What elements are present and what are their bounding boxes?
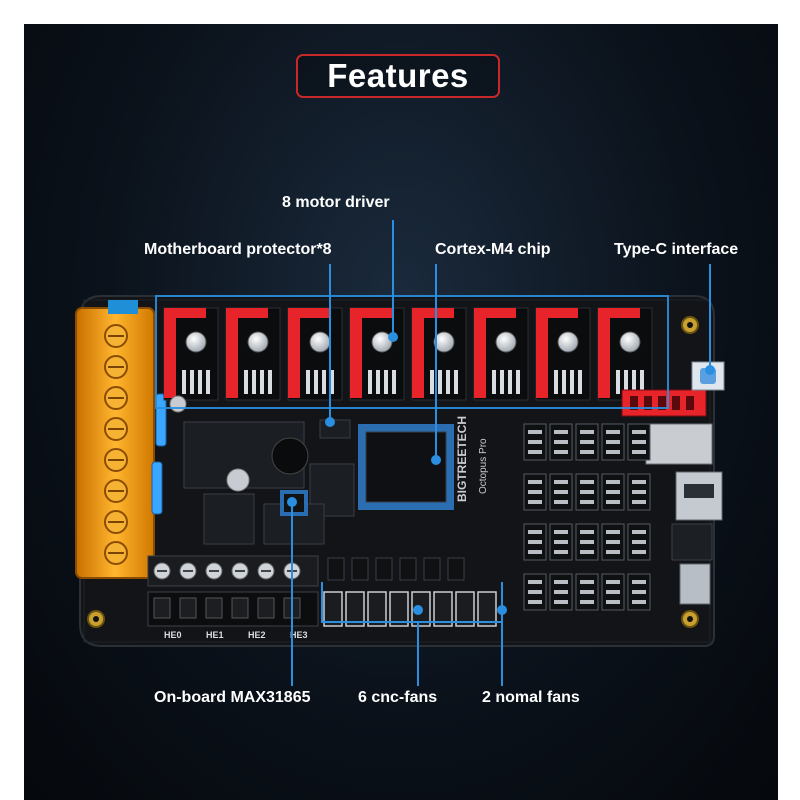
board-brand-text: BIGTREETECH: [455, 416, 469, 502]
heater-label: HE1: [206, 630, 224, 640]
fan-connector: [367, 591, 387, 627]
power-terminal-block: [75, 300, 155, 579]
label-cnc-fans: 6 cnc-fans: [358, 689, 438, 706]
heater-screws: HE0 HE1 HE2 HE3: [153, 562, 308, 640]
label-motor-driver: 8 motor driver: [282, 194, 390, 211]
fan-connector: [455, 591, 475, 627]
label-cortex-m4-chip: Cortex-M4 chip: [435, 241, 551, 258]
buzzer: [271, 437, 309, 475]
board-model-text: Octopus Pro: [478, 438, 489, 494]
pin-headers: [523, 423, 651, 611]
motor-driver-module: [597, 307, 653, 401]
board-illustration: BIGTREETECH Octopus Pro HE0 HE1 HE2 HE3: [75, 220, 725, 686]
motor-driver-module: [287, 307, 343, 401]
label-max31865: On-board MAX31865: [154, 689, 311, 706]
heater-label: HE0: [164, 630, 182, 640]
label-motherboard-protector: Motherboard protector*8: [144, 241, 332, 258]
motor-driver-module: [473, 307, 529, 401]
page-title: Features: [327, 57, 469, 94]
motor-driver-module: [411, 307, 467, 401]
fan-connector: [389, 591, 409, 627]
label-normal-fans: 2 nomal fans: [482, 689, 580, 706]
fan-connectors: [323, 557, 497, 627]
label-type-c-interface: Type-C interface: [614, 241, 739, 258]
heater-label: HE3: [290, 630, 308, 640]
sd-slot: [645, 423, 713, 465]
terminal-screws: [104, 324, 128, 565]
fan-connector: [345, 591, 365, 627]
electrolytic-cap: [226, 468, 250, 492]
heater-label: HE2: [248, 630, 266, 640]
title-box: Features: [296, 54, 500, 98]
fan-connector: [433, 591, 453, 627]
motor-driver-module: [349, 307, 405, 401]
motor-driver-row: [163, 307, 653, 401]
feature-panel: Features: [24, 24, 778, 800]
motor-driver-module: [225, 307, 281, 401]
ethernet-port: [671, 523, 713, 561]
fan-connector: [477, 591, 497, 627]
callout-lines: [291, 220, 711, 686]
driver-highlight-frame: [155, 295, 669, 409]
callout-dots: [287, 332, 715, 615]
motor-driver-module: [163, 307, 219, 401]
cortex-m4-chip: [358, 424, 454, 510]
fan-connector: [323, 591, 343, 627]
motor-driver-module: [535, 307, 591, 401]
